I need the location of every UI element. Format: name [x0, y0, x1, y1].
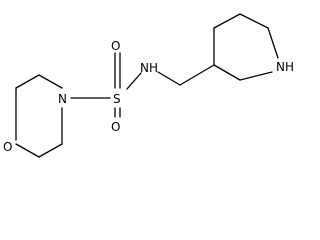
atom-labels: O N S O O NH NH	[3, 39, 294, 154]
sulfonyl-oxygen-bottom-label: O	[111, 120, 120, 134]
bond	[15, 143, 40, 158]
morpholine-oxygen-label: O	[3, 140, 12, 154]
morpholine-nitrogen-label: N	[58, 92, 67, 106]
bond	[239, 13, 269, 29]
sulfur-label: S	[113, 92, 121, 106]
bond	[38, 74, 63, 89]
bond	[38, 143, 63, 158]
bond	[179, 64, 215, 86]
bond	[213, 13, 241, 29]
amide-nh-label: NH	[140, 61, 158, 75]
bond	[157, 71, 181, 86]
bonds	[15, 13, 279, 158]
bond	[213, 64, 241, 81]
bond	[267, 27, 279, 59]
bond	[239, 71, 273, 81]
structure-diagram: O N S O O NH NH	[3, 13, 294, 158]
sulfonyl-oxygen-top-label: O	[111, 39, 120, 53]
piperidine-nh-label: NH	[276, 60, 294, 74]
bond	[15, 74, 40, 89]
bond	[126, 72, 142, 90]
